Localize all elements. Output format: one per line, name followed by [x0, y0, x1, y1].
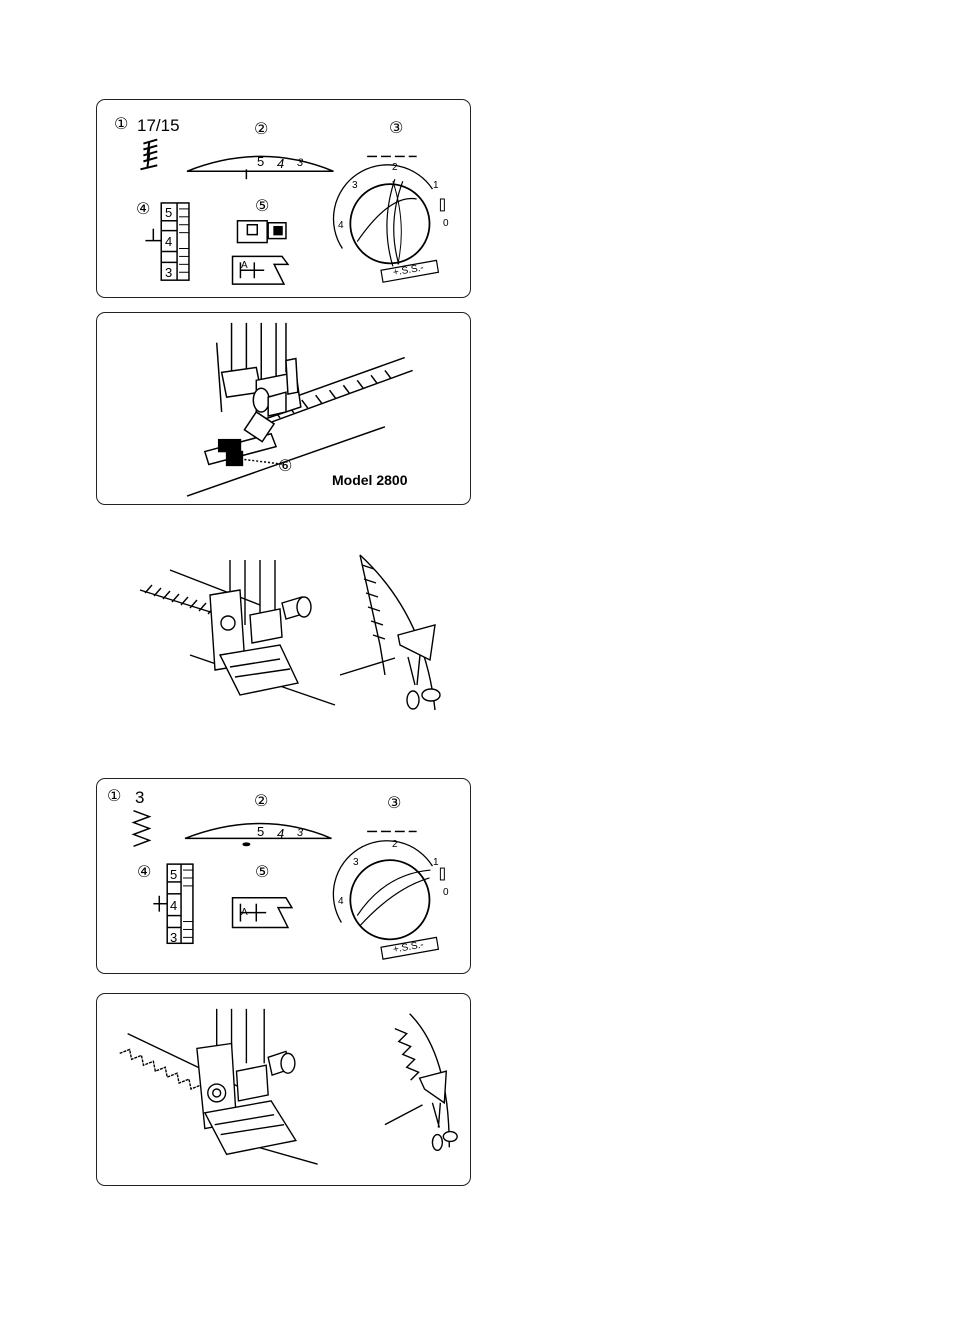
dial-num-1: 1: [433, 857, 439, 868]
stitch-number: 3: [135, 788, 144, 808]
settings-panel-zigzag: ① 3 ② ③ ④ ⑤ 5 4 3 5 4 3 2 3 1 4 0 +.S.S.…: [96, 778, 471, 974]
dial-num-2: 2: [392, 162, 398, 173]
scale-num-3: 3: [170, 930, 177, 945]
dial-num-3: 3: [353, 857, 359, 868]
scale-num-3: 3: [165, 265, 172, 280]
label-3: ③: [389, 118, 403, 137]
stitch-length-dial-icon: [333, 165, 444, 282]
dial-num-1: 1: [433, 180, 439, 191]
label-4: ④: [136, 199, 150, 218]
scale-num-4: 4: [170, 898, 177, 913]
model-label: Model 2800: [332, 472, 407, 488]
settings-panel-stretch: ① 17/15 ② ③ ④ ⑤ 5 4 3 5 4 3 2 3 1 4 0 +.…: [96, 99, 471, 298]
presser-foot-icon: [233, 221, 288, 284]
scale-num-5: 5: [170, 867, 177, 882]
label-4: ④: [137, 862, 151, 881]
label-2: ②: [254, 119, 268, 138]
dial-num-0: 0: [443, 218, 449, 229]
dial-num-4: 4: [338, 220, 344, 231]
stitch-number: 17/15: [137, 116, 180, 136]
label-5: ⑤: [255, 196, 269, 215]
arc-num-5: 5: [257, 824, 264, 839]
presser-foot-illustration: [97, 313, 470, 504]
arc-num-3: 3: [297, 157, 303, 169]
scale-num-5: 5: [165, 205, 172, 220]
stretch-stitch-icon: [140, 140, 157, 170]
label-2: ②: [254, 791, 268, 810]
arc-num-4: 4: [277, 826, 284, 841]
label-5: ⑤: [255, 862, 269, 881]
stitch-length-dial-icon: [333, 841, 444, 959]
label-1: ①: [107, 786, 121, 805]
stretch-sewing-illustration: [130, 545, 460, 720]
dial-num-3: 3: [352, 180, 358, 191]
dial-num-2: 2: [392, 839, 398, 850]
foot-letter: A: [241, 260, 248, 271]
dial-num-4: 4: [338, 896, 344, 907]
zigzag-sewing-illustration: [97, 994, 470, 1185]
label-6: ⑥: [278, 456, 292, 475]
zigzag-sewing-panel: [96, 993, 471, 1186]
scale-num-4: 4: [165, 234, 172, 249]
label-1: ①: [114, 114, 128, 133]
foot-letter: A: [241, 907, 248, 918]
arc-num-3: 3: [297, 827, 303, 839]
machine-illustration-panel: ⑥ Model 2800: [96, 312, 471, 505]
label-3: ③: [387, 793, 401, 812]
zigzag-stitch-icon: [134, 811, 150, 847]
arc-num-5: 5: [257, 154, 264, 169]
dial-num-0: 0: [443, 887, 449, 898]
arc-num-4: 4: [277, 156, 284, 171]
